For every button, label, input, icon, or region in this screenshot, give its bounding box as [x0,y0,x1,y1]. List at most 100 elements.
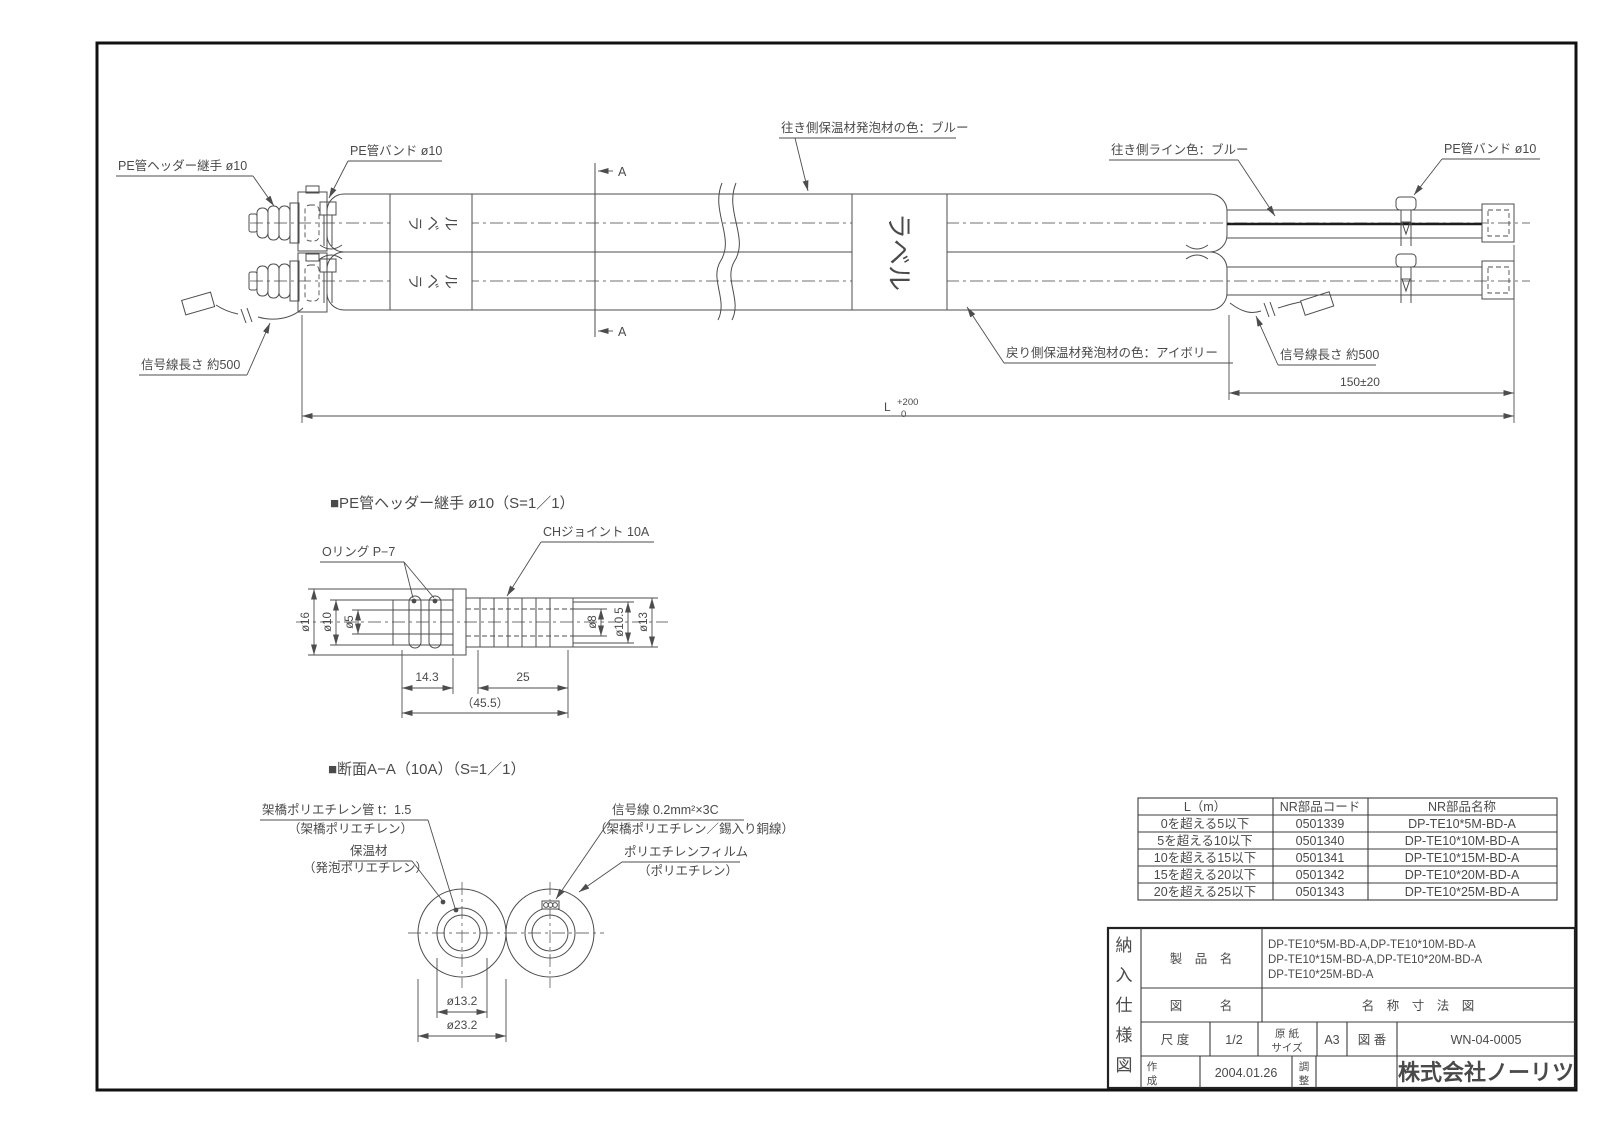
row2-code: 0501340 [1296,834,1345,848]
scale-label: 尺 度 [1161,1032,1190,1047]
insulation-sub-label: （発泡ポリエチレン） [303,861,428,875]
tube-label-text-right: ラベル [884,213,914,291]
row4-range: 15を超える20以下 [1154,867,1256,882]
dim-dia8: ø8 [587,615,599,628]
signal-wire-cross [541,900,560,910]
dim-150-text: 150±20 [1340,375,1380,389]
row3-range: 10を超える15以下 [1154,850,1256,865]
dim-dia5: ø5 [344,615,356,628]
header-block-bottom [297,252,337,313]
row1-name: DP-TE10*5M-BD-A [1408,817,1516,831]
joint-detail-title: ■PE管ヘッダー継手 ø10（S=1／1） [330,495,575,512]
dim-L-tol-lower: 0 [901,409,906,420]
section-line-a: A A [594,163,627,339]
signal-wire-right [1229,291,1335,318]
oring-label: Oリング P−7 [322,545,395,559]
row5-code: 0501343 [1296,885,1345,899]
created-date-value: 2004.01.26 [1215,1066,1278,1080]
pe-band-label-right: PE管バンド ø10 [1444,141,1536,156]
supply-line-color-label: 往き側ライン色：ブルー [1111,142,1249,157]
row4-code: 0501342 [1296,868,1345,882]
table-row: 5を超える10以下 0501340 DP-TE10*10M-BD-A [1157,833,1520,848]
pe-header-joint-top [248,202,300,244]
drawing-border [95,41,1578,1092]
cross-section-view: ■断面A−A（10A）（S=1／1） 架橋ポリエチレン管 t：1.5 （架橋ポリ… [260,761,794,1042]
row3-code: 0501341 [1296,851,1345,865]
tube-label-text-top: ラベル [406,216,459,234]
signal-wire-left [181,291,304,324]
ch-joint-label: CHジョイント 10A [543,525,650,539]
dim-dia13: ø13 [638,612,650,632]
dim-dia16: ø16 [300,612,312,632]
tube-label-box-left: ラベル ラベル [389,193,473,311]
pe-header-joint-bottom [248,260,300,302]
row1-code: 0501339 [1296,817,1345,831]
table-header-range: L（m） [1184,800,1226,814]
row4-name: DP-TE10*20M-BD-A [1405,868,1520,882]
signal-length-label-right: 信号線長さ 約500 [1280,347,1379,362]
dim-dia10-5: ø10.5 [614,607,626,636]
signal-length-label-left: 信号線長さ 約500 [141,357,240,372]
dim-dia23-2: ø23.2 [447,1018,478,1032]
dim-dia13-2: ø13.2 [447,994,478,1008]
table-header-code: NR部品コード [1280,799,1361,814]
dim-L-tol-upper: +200 [897,397,918,408]
doc-type-vertical-title: 納 入 仕 様 図 [1116,936,1133,1075]
section-marker-a-bottom: A [618,325,627,339]
table-row: 0を超える5以下 0501339 DP-TE10*5M-BD-A [1161,816,1517,831]
doc-type-char-2: 入 [1116,966,1133,985]
joint-detail-view: ■PE管ヘッダー継手 ø10（S=1／1） Oリング P−7 CHジョイント 1… [296,495,668,718]
table-row: 20を超える25以下 0501343 DP-TE10*25M-BD-A [1154,884,1520,899]
tube-label-box-right: ラベル [851,193,948,311]
pe-band-label-left: PE管バンド ø10 [350,143,442,158]
doc-type-char-4: 様 [1116,1026,1133,1045]
dim-45-5: （45.5） [461,696,508,710]
row5-range: 20を超える25以下 [1154,884,1256,899]
row2-name: DP-TE10*10M-BD-A [1405,834,1520,848]
doc-type-char-5: 図 [1116,1056,1133,1075]
created-label-bottom: 成 [1147,1075,1158,1087]
scale-value: 1/2 [1225,1033,1242,1047]
doc-type-char-1: 納 [1116,936,1133,955]
cross-section-title: ■断面A−A（10A）（S=1／1） [328,761,525,778]
company-logo-text: 株式会社ノーリツ [1398,1060,1574,1085]
supply-foam-color-label: 往き側保温材発泡材の色：ブルー [781,120,969,135]
drawing-name-value: 名 称 寸 法 図 [1362,998,1475,1013]
title-block: 納 入 仕 様 図 製 品 名 DP-TE10*5M-BD-A,DP-TE10*… [1106,926,1577,1090]
dimension-L: L +200 0 [301,315,1514,423]
table-header-name: NR部品名称 [1428,799,1496,814]
product-name-line1: DP-TE10*5M-BD-A,DP-TE10*10M-BD-A [1268,939,1476,951]
row5-name: DP-TE10*25M-BD-A [1405,885,1520,899]
assembly-callouts: PE管ヘッダー継手 ø10 PE管バンド ø10 往き側保温材発泡材の色：ブルー… [116,120,1540,376]
table-row: 15を超える20以下 0501342 DP-TE10*20M-BD-A [1154,867,1520,882]
adjusted-label-bottom: 整 [1299,1074,1310,1087]
pex-pipe-label: 架橋ポリエチレン管 t：1.5 [262,802,411,817]
paper-size-value: A3 [1324,1033,1339,1047]
drawing-number-label: 図 番 [1358,1033,1387,1047]
product-name-label: 製 品 名 [1170,951,1233,966]
header-block-top [297,185,337,252]
pex-pipe-sub-label: （架橋ポリエチレン） [288,822,413,836]
parts-table: L（m） NR部品コード NR部品名称 0を超える5以下 0501339 DP-… [1137,797,1558,901]
adjusted-label-top: 調 [1299,1060,1310,1073]
assembly-view: ラベル ラベル ラベル [116,120,1540,423]
dim-L-text: L [884,400,891,414]
product-name-line3: DP-TE10*25M-BD-A [1268,969,1374,981]
insulation-label: 保温材 [350,844,388,858]
signal-wire-sub-label: （架橋ポリエチレン／錫入り銅線） [594,821,794,836]
row2-range: 5を超える10以下 [1157,833,1252,848]
drawing-number-value: WN-04-0005 [1451,1033,1522,1047]
dim-dia10: ø10 [322,612,334,632]
signal-wire-label: 信号線 0.2mm²×3C [612,802,719,817]
section-marker-a-top: A [618,165,627,179]
pe-band-right-top [1395,196,1417,246]
dimension-150: 150±20 [1228,245,1515,423]
paper-size-label-bottom: サイズ [1271,1041,1302,1054]
row1-range: 0を超える5以下 [1161,816,1250,831]
tube-label-text-bottom: ラベル [406,274,459,292]
pe-header-joint-label: PE管ヘッダー継手 ø10 [118,158,247,173]
pe-band-right-bottom [1395,253,1417,303]
